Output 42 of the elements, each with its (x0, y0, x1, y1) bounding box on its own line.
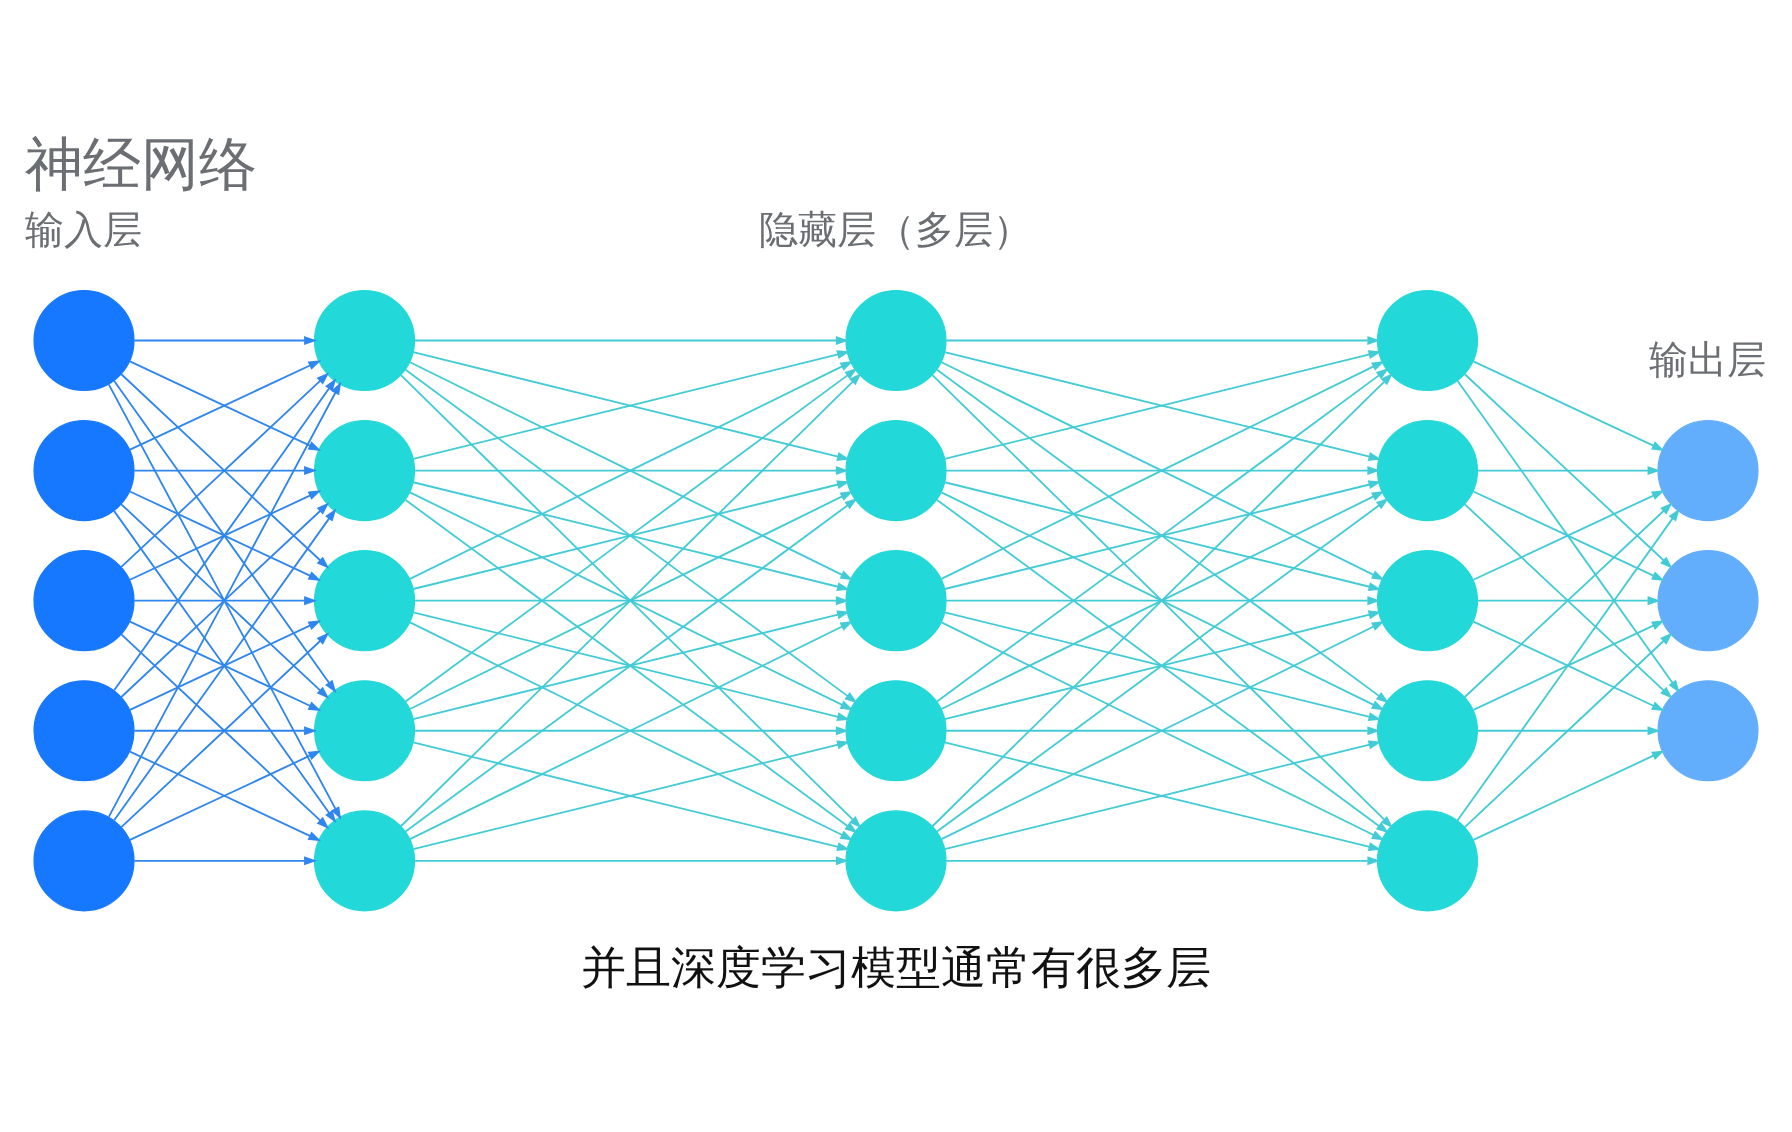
arrow (413, 725, 849, 735)
arrow (1456, 379, 1680, 693)
arrow (945, 595, 1381, 605)
arrow (133, 855, 317, 865)
node-circle (33, 809, 135, 911)
arrow (1472, 749, 1665, 841)
arrow (409, 490, 854, 710)
arrow (133, 335, 317, 345)
node-circle (33, 419, 135, 521)
arrow (409, 620, 854, 840)
arrow (945, 465, 1381, 475)
node-circle (845, 549, 947, 651)
arrow (133, 595, 317, 605)
label: 输入层 (25, 205, 143, 252)
caption: 并且深度学习模型通常有很多层 (581, 941, 1211, 994)
arrow (1476, 465, 1661, 475)
arrow (1472, 360, 1665, 451)
arrow (413, 855, 849, 865)
arrow (940, 360, 1385, 580)
node-circle (1376, 549, 1479, 651)
node-circle (33, 289, 135, 391)
arrow (945, 725, 1381, 735)
label: 隐藏层（多层） (759, 205, 1033, 252)
arrow (940, 620, 1385, 840)
arrow (945, 855, 1381, 865)
diagram-title: 神经网络 (25, 129, 258, 198)
arrow (133, 725, 317, 735)
arrow (1476, 725, 1661, 735)
arrow (1463, 372, 1673, 569)
arrow (133, 465, 317, 475)
arrow (413, 335, 849, 345)
arrow (1463, 632, 1673, 828)
arrow (409, 360, 854, 580)
arrow (1476, 595, 1661, 605)
arrow (940, 490, 1385, 710)
arrow (413, 595, 849, 605)
arrow (945, 335, 1381, 345)
arrow (413, 465, 849, 475)
label: 输出层 (1649, 335, 1767, 382)
node-circle (33, 549, 135, 651)
node-circle (33, 679, 135, 781)
arrow (1456, 507, 1680, 821)
